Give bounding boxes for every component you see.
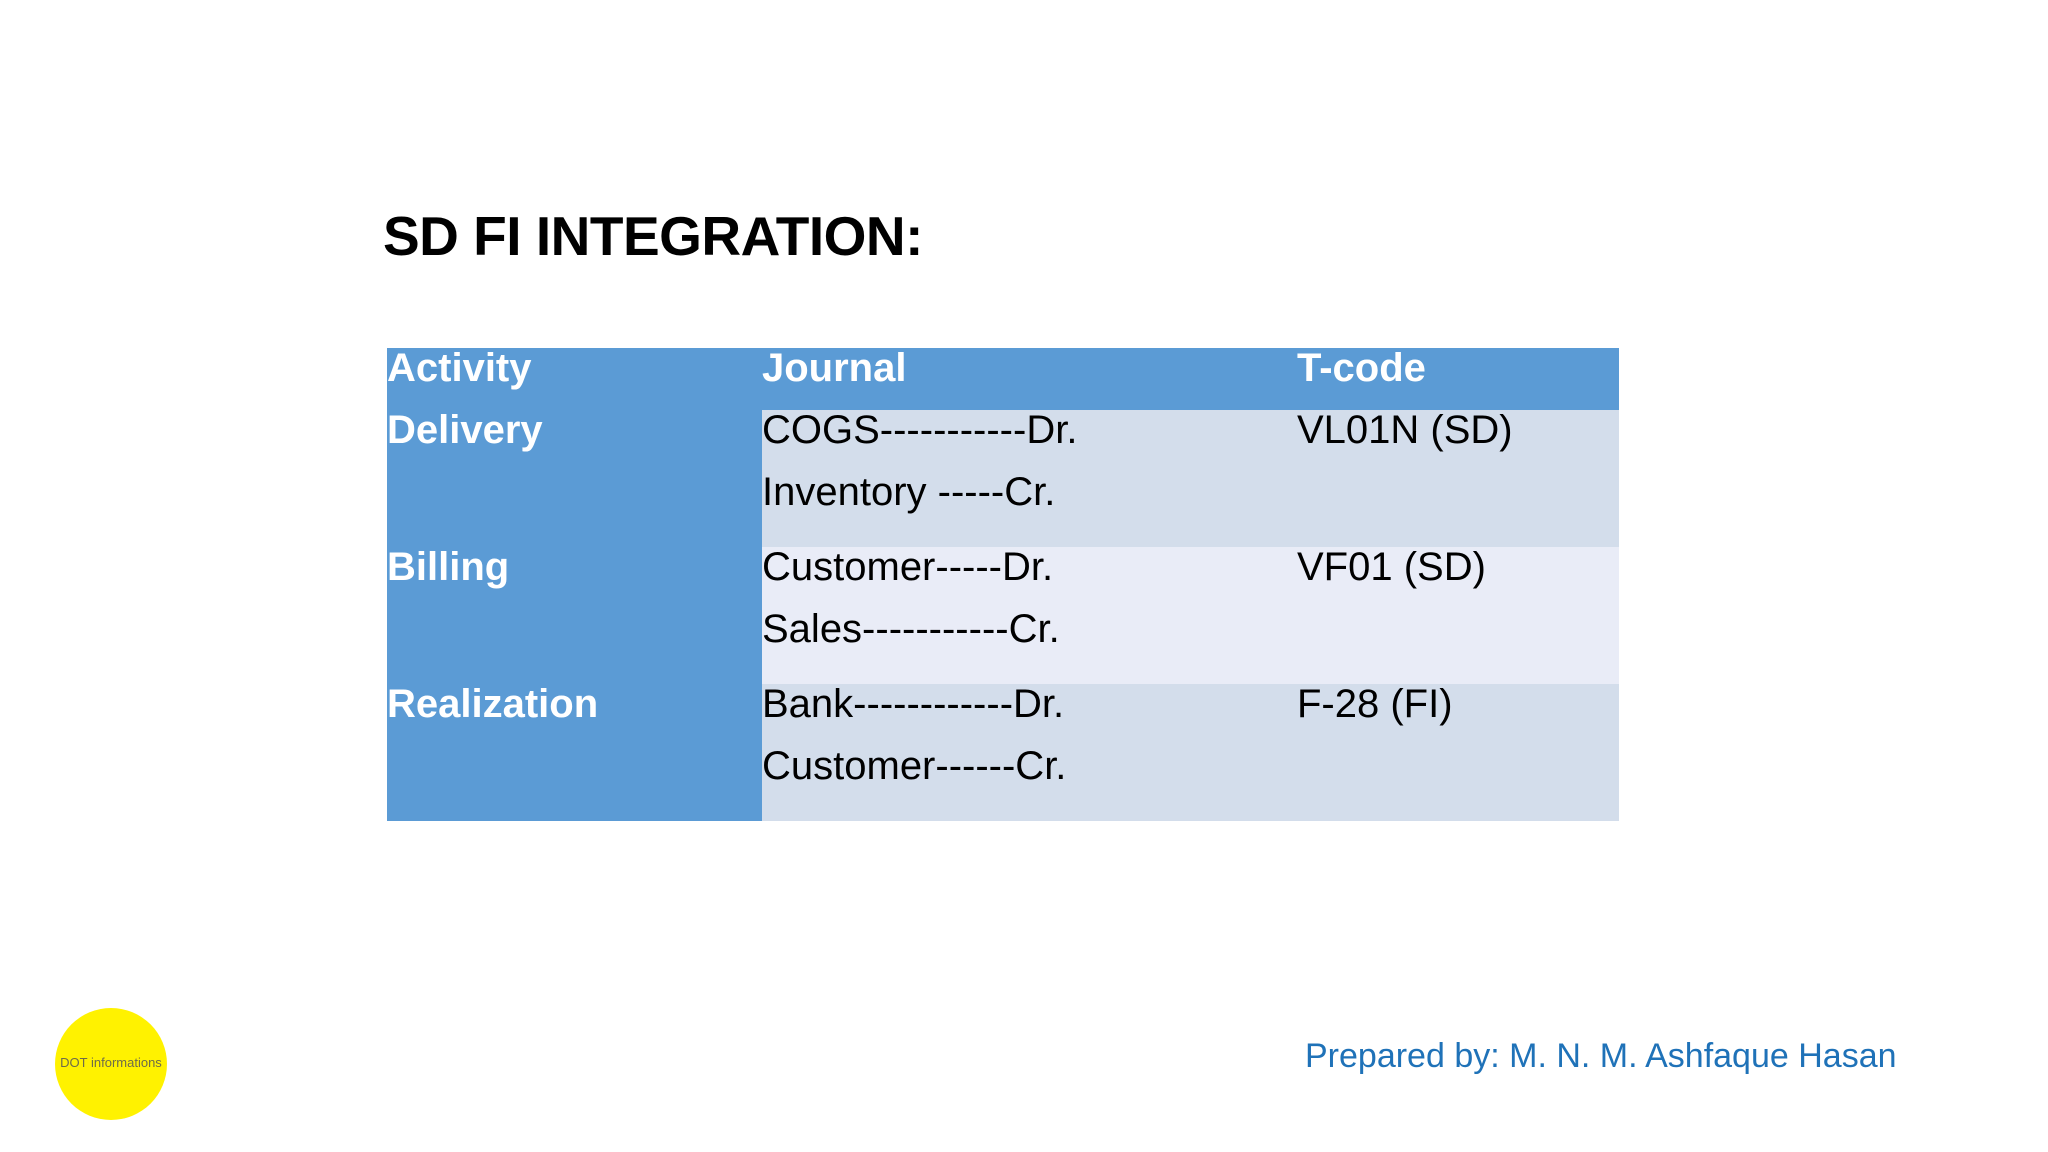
cell-tcode-billing: VF01 (SD) xyxy=(1297,547,1619,684)
logo-label: DOT informations xyxy=(60,1054,162,1070)
journal-debit-line: Bank------------Dr. xyxy=(762,682,1065,726)
cell-activity-delivery: Delivery xyxy=(387,410,762,547)
cell-journal-billing: Customer-----Dr. Sales-----------Cr. xyxy=(762,547,1297,684)
table: Activity Journal T-code Delivery COGS---… xyxy=(387,348,1619,821)
journal-debit-line: Customer-----Dr. xyxy=(762,545,1054,589)
cell-activity-billing: Billing xyxy=(387,547,762,684)
footer-credit: Prepared by: M. N. M. Ashfaque Hasan xyxy=(1305,1037,1897,1075)
journal-credit-line: Inventory -----Cr. xyxy=(762,470,1056,514)
cell-journal-realization: Bank------------Dr. Customer------Cr. xyxy=(762,684,1297,821)
journal-debit-line: COGS-----------Dr. xyxy=(762,408,1078,452)
table-row: Delivery COGS-----------Dr. Inventory --… xyxy=(387,410,1619,547)
table-body: Delivery COGS-----------Dr. Inventory --… xyxy=(387,410,1619,821)
page-title: SD FI INTEGRATION: xyxy=(383,205,923,267)
dot-informations-logo: DOT informations xyxy=(55,1008,167,1120)
table-row: Billing Customer-----Dr. Sales----------… xyxy=(387,547,1619,684)
column-header-tcode: T-code xyxy=(1297,348,1619,410)
table-row: Realization Bank------------Dr. Customer… xyxy=(387,684,1619,821)
sd-fi-integration-table: Activity Journal T-code Delivery COGS---… xyxy=(387,348,1619,853)
cell-tcode-realization: F-28 (FI) xyxy=(1297,684,1619,821)
column-header-activity: Activity xyxy=(387,348,762,410)
table-header: Activity Journal T-code xyxy=(387,348,1619,410)
journal-credit-line: Sales-----------Cr. xyxy=(762,607,1060,651)
table-header-row: Activity Journal T-code xyxy=(387,348,1619,410)
journal-credit-line: Customer------Cr. xyxy=(762,744,1067,788)
cell-activity-realization: Realization xyxy=(387,684,762,821)
cell-tcode-delivery: VL01N (SD) xyxy=(1297,410,1619,547)
column-header-journal: Journal xyxy=(762,348,1297,410)
cell-journal-delivery: COGS-----------Dr. Inventory -----Cr. xyxy=(762,410,1297,547)
